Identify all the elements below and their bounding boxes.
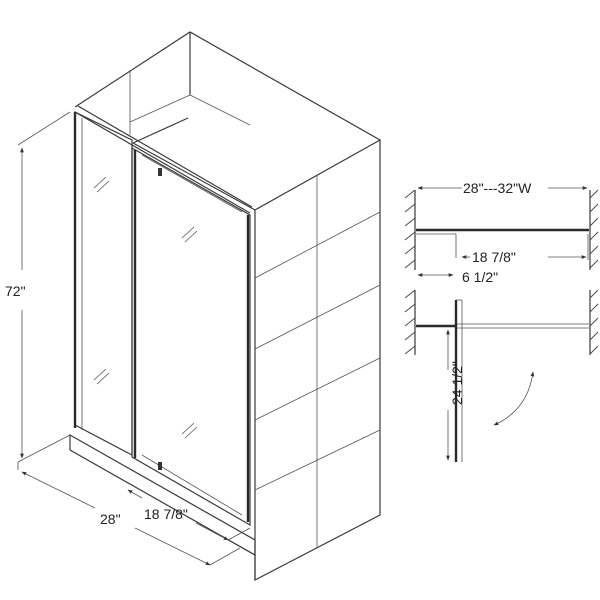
wall-hatch-left-icon: [404, 289, 416, 355]
swing-arrow-icon: [493, 371, 535, 426]
range-label: 28"---32"W: [463, 180, 532, 196]
wall-hatch-right-icon: [589, 289, 599, 355]
top-view-open: 24 1/2": [404, 289, 599, 462]
width-dimension: 28": [17, 462, 241, 566]
wall-hatch-left-icon: [404, 189, 416, 269]
height-dimension: 72": [5, 111, 71, 463]
width-label: 28": [100, 511, 121, 527]
height-label: 72": [5, 283, 26, 299]
door-label: 18 7/8": [472, 249, 516, 265]
bottom-pivot-icon: [158, 462, 162, 470]
door-width-label: 18 7/8": [144, 506, 188, 522]
panel-label: 6 1/2": [462, 269, 498, 285]
glass-reflection-icon: [93, 176, 198, 439]
swing-label: 24 1/2": [449, 361, 465, 405]
shower-enclosure-view: 72" 28" 18 7/8": [5, 31, 381, 581]
top-pivot-icon: [158, 168, 162, 176]
door-width-dimension: 18 7/8": [127, 489, 251, 541]
top-view-closed: 28"---32"W 18 7/8" 6 1/2": [404, 180, 599, 285]
wall-hatch-right-icon: [589, 189, 599, 269]
